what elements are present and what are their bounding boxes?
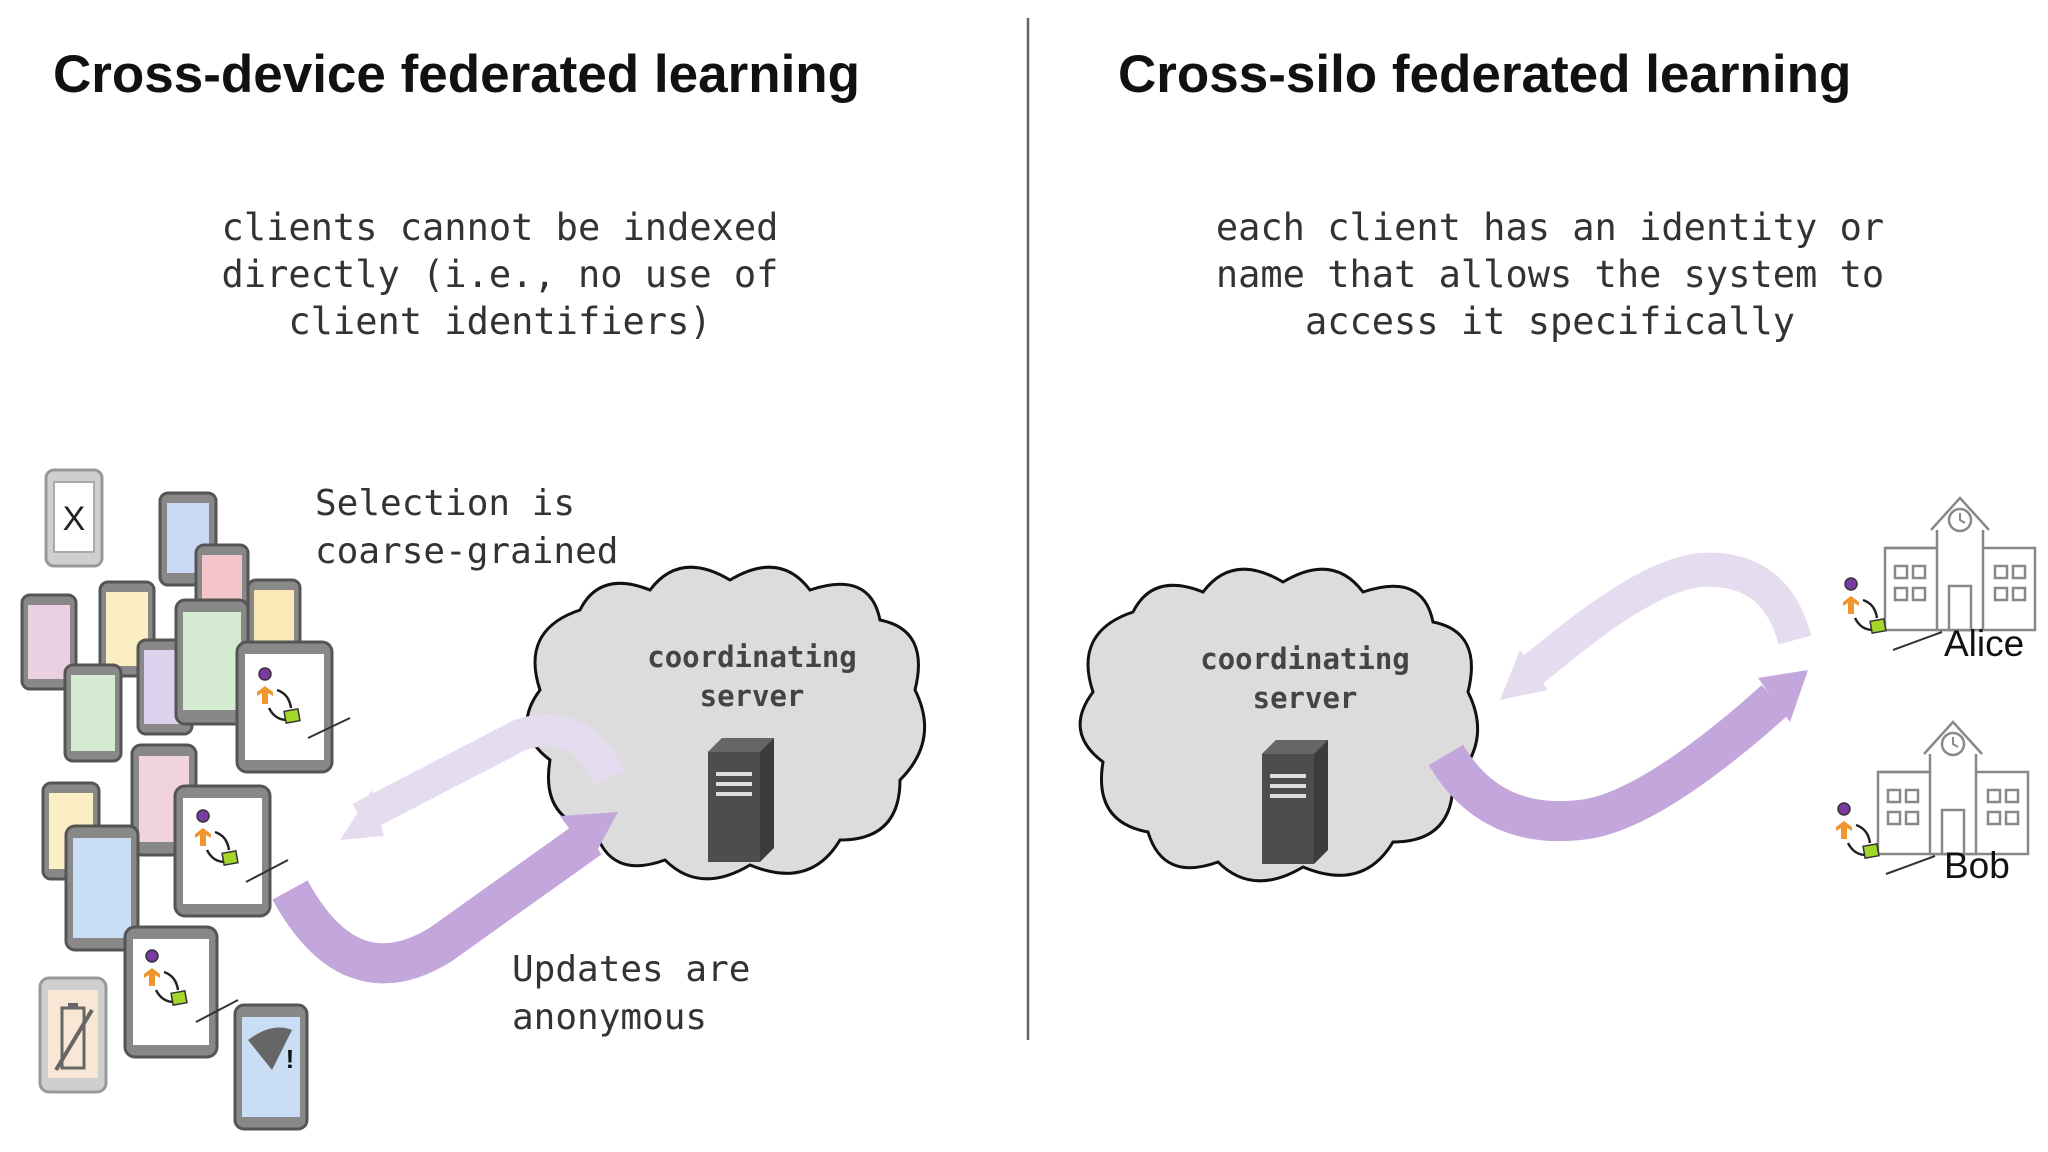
- cross-device-description-line-3: client identifiers): [288, 300, 711, 343]
- cross-device-title: Cross-device federated learning: [53, 45, 860, 104]
- left-server-label-line-2: server: [700, 679, 805, 713]
- phone-icon: [38, 976, 108, 1094]
- cross-device-description-line-1: clients cannot be indexed: [222, 206, 779, 249]
- client-bob: Bob: [1834, 720, 2030, 886]
- phone-icon: [63, 663, 123, 763]
- battery-icon: [54, 1003, 94, 1072]
- cross-device-description: clients cannot be indexed directly (i.e.…: [222, 206, 779, 343]
- building-icon: [1876, 720, 2030, 856]
- cross-silo-description-line-1: each client has an identity or: [1216, 206, 1884, 249]
- selection-note-line-2: coarse-grained: [315, 531, 618, 572]
- updates-note-line-2: anonymous: [512, 997, 707, 1038]
- right-server-label-line-2: server: [1253, 681, 1358, 715]
- client-name-alice: Alice: [1944, 623, 2024, 664]
- phone-icon: [235, 640, 351, 774]
- selection-note-line-1: Selection is: [315, 483, 575, 524]
- download-arrow: [340, 714, 625, 840]
- updates-note: Updates are anonymous: [512, 949, 750, 1038]
- right-server-label-line-1: coordinating: [1200, 642, 1410, 676]
- phone-icon: [123, 925, 239, 1059]
- client-name-bob: Bob: [1944, 845, 2010, 886]
- cross-silo-title: Cross-silo federated learning: [1118, 45, 1851, 104]
- phone-icon: [173, 784, 289, 918]
- cross-device-section: Cross-device federated learning clients …: [20, 45, 927, 1131]
- no-network-marker: !: [286, 1044, 295, 1074]
- cross-silo-description-line-2: name that allows the system to: [1216, 253, 1884, 296]
- upload-arrow: [1428, 670, 1808, 842]
- phone-icon: !: [233, 1003, 309, 1131]
- wifi-icon: [248, 1027, 292, 1070]
- cross-silo-section: Cross-silo federated learning each clien…: [1078, 45, 2037, 886]
- phone-icon: X: [44, 468, 104, 568]
- phone-icon: [20, 593, 78, 691]
- upload-arrow: [272, 812, 618, 984]
- building-icon: [1883, 496, 2037, 632]
- phone-cluster: X: [20, 468, 351, 1131]
- left-server-label-line-1: coordinating: [647, 640, 857, 674]
- cross-silo-description-line-3: access it specifically: [1305, 300, 1795, 343]
- server-icon: [1262, 740, 1328, 864]
- download-arrow: [1500, 552, 1812, 700]
- selection-note: Selection is coarse-grained: [315, 483, 618, 572]
- tensorflow-icon: [1841, 576, 1888, 635]
- cross-silo-description: each client has an identity or name that…: [1216, 206, 1884, 343]
- updates-note-line-1: Updates are: [512, 949, 750, 990]
- cross-device-description-line-2: directly (i.e., no use of: [222, 253, 779, 296]
- client-alice: Alice: [1841, 496, 2037, 664]
- tensorflow-icon: [1834, 801, 1881, 860]
- phone-icon: [64, 824, 140, 952]
- unavailable-x-marker: X: [63, 500, 86, 538]
- phone-icon: [174, 598, 250, 726]
- server-icon: [708, 738, 774, 862]
